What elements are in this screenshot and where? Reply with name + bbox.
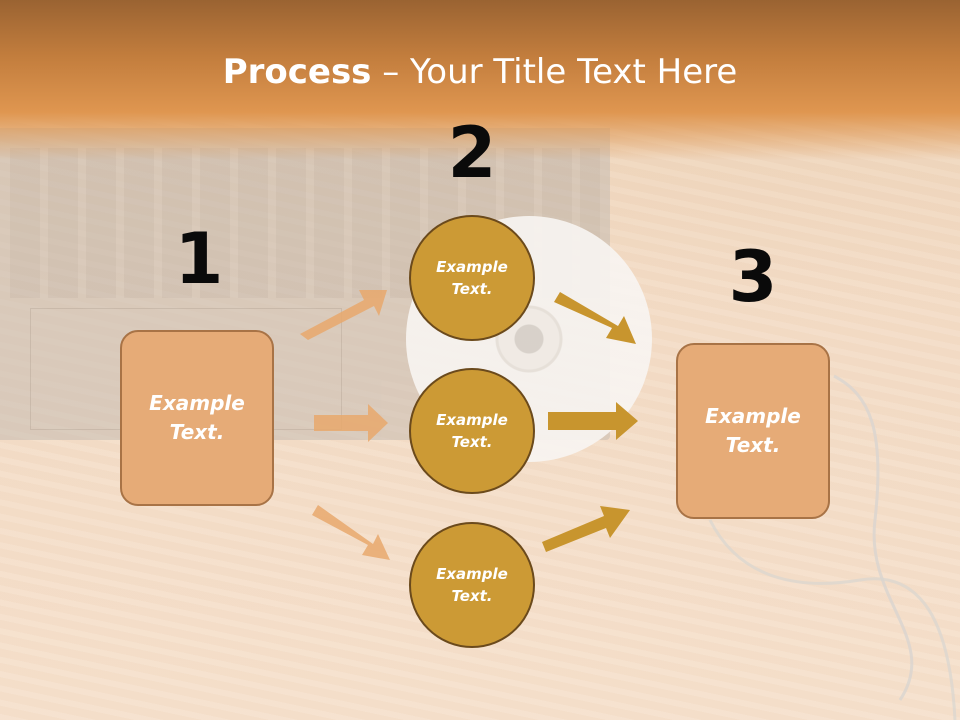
title-rest: – Your Title Text Here <box>371 52 738 92</box>
circle-top-line1: Example <box>436 257 508 276</box>
right-box-line1: Example <box>705 404 801 428</box>
step-number-2: 2 <box>447 112 497 194</box>
circle-middle-line1: Example <box>436 410 508 429</box>
left-box-line2: Text. <box>169 420 225 444</box>
left-box-line1: Example <box>149 391 245 415</box>
arrow-top-to-right <box>554 292 636 344</box>
title-bold: Process <box>222 52 372 92</box>
step-number-3: 3 <box>728 236 778 318</box>
header-band <box>0 0 960 160</box>
arrow-left-to-middle <box>314 404 388 442</box>
arrow-bottom-to-right <box>542 506 630 552</box>
arrow-left-to-bottom <box>312 505 390 560</box>
circle-bottom-line2: Text. <box>451 587 493 605</box>
right-box-line2: Text. <box>725 433 781 457</box>
slide-title: Process – Your Title Text Here <box>0 52 960 92</box>
arrow-left-to-top <box>300 290 387 340</box>
arrow-middle-to-right <box>548 402 638 440</box>
step-number-1: 1 <box>174 218 224 300</box>
circle-middle-line2: Text. <box>451 433 493 451</box>
circle-top-line2: Text. <box>451 280 493 298</box>
circle-bottom-line1: Example <box>436 564 508 583</box>
